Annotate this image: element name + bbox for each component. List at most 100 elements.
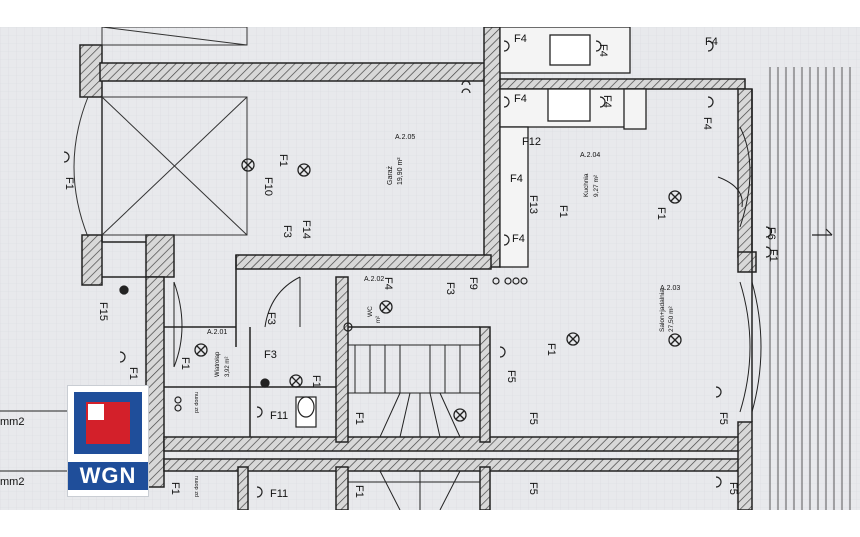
room-name-garage: Garaż bbox=[387, 165, 394, 185]
lamp-icon bbox=[379, 300, 393, 314]
fixture-label: F5 bbox=[527, 412, 539, 425]
wall-segment bbox=[737, 421, 753, 510]
left-edge-label: mm2 bbox=[0, 416, 24, 428]
fixture-label: F4 bbox=[601, 95, 613, 108]
fixture-label: F1 bbox=[545, 343, 557, 356]
north-arrow bbox=[812, 228, 833, 236]
fixture-label: F1 bbox=[127, 367, 139, 380]
fixture-label: F4 bbox=[597, 44, 609, 57]
left-edge-label: mm2 bbox=[0, 476, 24, 488]
room-area-hall: 3,92 m² bbox=[225, 357, 231, 377]
fixture-label: F14 bbox=[300, 220, 312, 239]
room-area-living: 27,50 m² bbox=[668, 306, 675, 332]
logo-mark-icon bbox=[74, 392, 142, 454]
wall-segment bbox=[737, 251, 757, 273]
wall-segment bbox=[235, 254, 492, 270]
fixture-label: F4 bbox=[701, 117, 713, 130]
fixture-label: F1 bbox=[277, 154, 289, 167]
sockets bbox=[63, 40, 772, 498]
room-area-kitchen: 9,27 m² bbox=[593, 174, 600, 197]
fixture-label: F4 bbox=[705, 36, 718, 48]
floor-plan-sheet: A.2.05 19,90 m² Garaż A.2.04 9,27 m² Kuc… bbox=[0, 27, 860, 510]
walls bbox=[79, 27, 757, 510]
fixture-label: F3 bbox=[264, 349, 277, 361]
wall-segment bbox=[145, 276, 165, 488]
fixture-label: F4 bbox=[514, 93, 527, 105]
wall-segment bbox=[163, 436, 745, 452]
light-points bbox=[119, 158, 682, 422]
lamp-icon bbox=[297, 163, 311, 177]
fixture-label: F5 bbox=[505, 370, 517, 383]
terrace-steps bbox=[769, 67, 851, 510]
room-name-hall: Wiatrołap bbox=[215, 351, 221, 377]
room-name-living: Salon+jadalnia bbox=[659, 289, 666, 332]
fixture-label: F1 bbox=[310, 375, 322, 388]
fixture-label: F10 bbox=[262, 177, 274, 196]
staircase bbox=[347, 344, 481, 510]
fixture-label: F1 bbox=[63, 177, 75, 190]
fixture-label: F4 bbox=[382, 277, 394, 290]
toilet bbox=[295, 396, 317, 428]
lamp-icon bbox=[668, 190, 682, 204]
room-name-kitchen: Kuchnia bbox=[583, 173, 590, 197]
fixture-label: F15 bbox=[97, 302, 109, 321]
fixture-label: F3 bbox=[281, 225, 293, 238]
wall-segment bbox=[499, 78, 746, 90]
fixture-label: F5 bbox=[727, 482, 739, 495]
lamp-icon bbox=[241, 158, 255, 172]
fixture-label: F1 bbox=[169, 482, 181, 495]
room-code-garage: A.2.05 bbox=[395, 134, 415, 141]
lamp-icon bbox=[566, 332, 580, 346]
fixture-label: F3 bbox=[444, 282, 456, 295]
fixture-label: F1 bbox=[767, 249, 779, 262]
fixture-label: F1 bbox=[655, 207, 667, 220]
wall-segment bbox=[79, 44, 103, 98]
doors bbox=[173, 276, 301, 368]
lamp-icon bbox=[119, 285, 129, 295]
wall-segment bbox=[479, 326, 491, 443]
wall-segment bbox=[163, 458, 745, 472]
garage-door bbox=[73, 27, 248, 238]
fixture-label: F13 bbox=[527, 195, 539, 214]
fixture-label: F1 bbox=[353, 412, 365, 425]
lamp-icon bbox=[194, 343, 208, 357]
fixture-label: F3 bbox=[265, 312, 277, 325]
wall-segment bbox=[81, 234, 103, 286]
lamp-icon bbox=[289, 374, 303, 388]
fixture-label: F12 bbox=[522, 136, 541, 148]
lamp-icon bbox=[453, 408, 467, 422]
wgn-logo: WGN bbox=[67, 385, 149, 497]
fixture-label: F1 bbox=[557, 205, 569, 218]
lamp-icon bbox=[668, 333, 682, 347]
fixture-label: F1 bbox=[353, 485, 365, 498]
windows bbox=[717, 126, 762, 413]
wall-segment bbox=[479, 466, 491, 510]
room-area-garage: 19,90 m² bbox=[397, 157, 404, 185]
wall-segment bbox=[483, 27, 501, 268]
room-area-wc: m² bbox=[376, 316, 382, 323]
fixture-label: F5 bbox=[527, 482, 539, 495]
fixture-label: F5 bbox=[717, 412, 729, 425]
logo-text: WGN bbox=[68, 462, 148, 490]
fixture-label: F6 bbox=[765, 227, 777, 240]
room-code-living: A.2.03 bbox=[660, 285, 680, 292]
fixture-label: F9 bbox=[467, 277, 479, 290]
fixture-label: F11 bbox=[270, 410, 288, 422]
kitchen-counters bbox=[499, 27, 647, 268]
lamp-icon bbox=[260, 378, 270, 388]
fixture-label: F4 bbox=[512, 233, 525, 245]
wall-segment bbox=[99, 62, 491, 82]
room-name-wc: WC bbox=[367, 306, 374, 317]
wall-segment bbox=[335, 276, 349, 443]
fixture-label: F4 bbox=[510, 173, 523, 185]
room-code-wc: A.2.02 bbox=[364, 276, 384, 283]
room-code-kitchen: A.2.04 bbox=[580, 152, 600, 159]
wall-segment bbox=[335, 466, 349, 510]
fixture-label: F1 bbox=[179, 357, 191, 370]
wall-segment bbox=[237, 466, 249, 510]
fixture-label: F4 bbox=[514, 33, 527, 45]
fixture-label: F11 bbox=[270, 488, 288, 500]
pz-dom-label: pz domu bbox=[194, 476, 200, 497]
pz-dom-label: pz domu bbox=[194, 392, 200, 413]
room-code-hall: A.2.01 bbox=[207, 329, 227, 336]
